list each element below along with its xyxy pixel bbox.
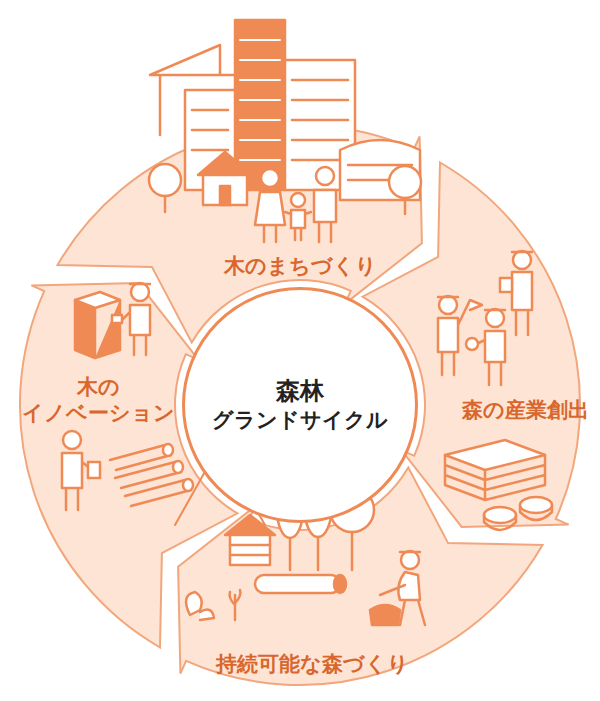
- industry-illustration: [438, 251, 552, 530]
- stage-label: 森の産業創出: [460, 397, 591, 423]
- cycle-stage: 森の産業創出: [460, 397, 591, 423]
- center-title: グランドサイクル: [212, 407, 388, 434]
- town-illustration: [149, 20, 421, 242]
- cycle-stage: 木のまちづくり: [222, 253, 379, 279]
- stage-label: 木の イノベーション: [20, 374, 177, 427]
- center-circle: 森林グランドサイクル: [182, 287, 418, 523]
- center-title: 森林: [276, 376, 324, 407]
- stage-label: 持続可能な森づくり: [214, 651, 411, 677]
- cycle-stage: 持続可能な森づくり: [214, 651, 411, 677]
- stage-label: 木のまちづくり: [222, 253, 379, 279]
- cycle-stage: 木の イノベーション: [20, 374, 177, 427]
